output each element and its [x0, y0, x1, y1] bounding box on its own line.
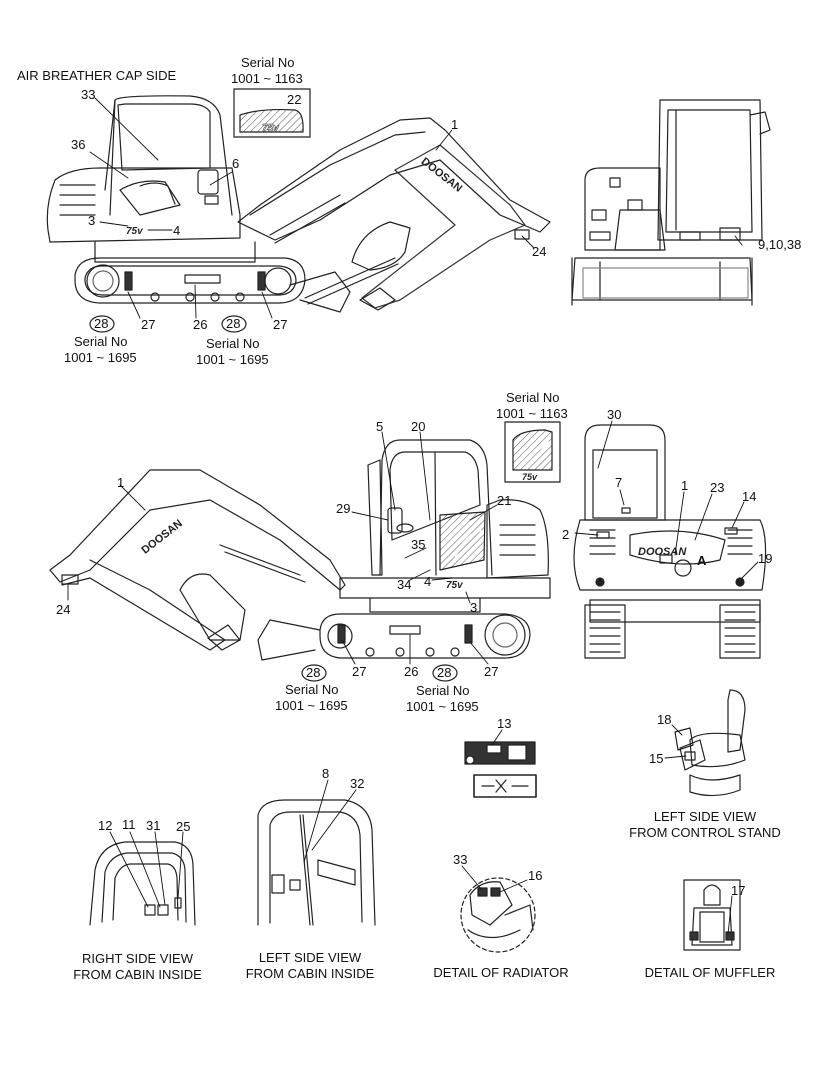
- serial-range: 1001 ~ 1695: [406, 699, 479, 714]
- serial-box-label: Serial No: [506, 390, 560, 405]
- callout-8: 8: [322, 766, 330, 781]
- muffler-caption: DETAIL OF MUFFLER: [644, 965, 776, 980]
- circled-28: 28: [226, 316, 241, 331]
- callout-27: 27: [141, 317, 156, 332]
- serial-label: Serial No: [416, 683, 470, 698]
- callout-35: 35: [411, 537, 426, 552]
- callout-22: 22: [287, 92, 302, 107]
- callout-7: 7: [615, 475, 623, 490]
- callout-14: 14: [742, 489, 757, 504]
- serial-range: 1001 ~ 1695: [196, 352, 269, 367]
- radiator-caption: DETAIL OF RADIATOR: [433, 965, 569, 980]
- callout-18: 18: [657, 712, 672, 727]
- cabin-right-caption-line2: FROM CABIN INSIDE: [73, 967, 202, 982]
- serial-box-range: 1001 ~ 1163: [231, 71, 303, 86]
- serial-label: Serial No: [74, 334, 128, 349]
- callout-5: 5: [376, 419, 384, 434]
- callout-30: 30: [607, 407, 622, 422]
- control-stand-view: [674, 689, 746, 797]
- muffler-detail: [683, 879, 741, 951]
- callout-11: 11: [122, 817, 136, 832]
- cabin-left-caption-line1: LEFT SIDE VIEW: [258, 950, 362, 965]
- air-breather-heading: AIR BREATHER CAP SIDE: [17, 68, 177, 83]
- callout-31: 31: [146, 818, 161, 833]
- callout-23: 23: [710, 480, 725, 495]
- callout-26: 26: [193, 317, 208, 332]
- callout-4: 4: [424, 574, 432, 589]
- callout-3: 3: [88, 213, 96, 228]
- callout-19: 19: [758, 551, 773, 566]
- circled-28: 28: [306, 665, 321, 680]
- callout-15: 15: [649, 751, 664, 766]
- callout-27: 27: [273, 317, 288, 332]
- callout-1: 1: [451, 117, 459, 132]
- callout-20: 20: [411, 419, 426, 434]
- serial-range: 1001 ~ 1695: [275, 698, 348, 713]
- callout-1: 1: [117, 475, 125, 490]
- callout-36: 36: [71, 137, 86, 152]
- callout-29: 29: [336, 501, 351, 516]
- callout-12: 12: [98, 818, 113, 833]
- callout-9-10-38: 9,10,38: [758, 237, 802, 252]
- callout-24: 24: [56, 602, 71, 617]
- leader-lines: [67, 97, 759, 935]
- callout-13: 13: [497, 716, 512, 731]
- radiator-detail: [460, 877, 536, 953]
- cabin-left-inside-view: [257, 799, 376, 926]
- serial-label: Serial No: [206, 336, 260, 351]
- callout-26: 26: [404, 664, 419, 679]
- callout-27: 27: [352, 664, 367, 679]
- excavator-rear-view-2: DOOSAN: [573, 424, 767, 659]
- callout-6: 6: [232, 156, 240, 171]
- callout-3: 3: [470, 600, 478, 615]
- circled-28: 28: [94, 316, 109, 331]
- excavator-front-view-1: [571, 99, 771, 306]
- control-stand-caption-line1: LEFT SIDE VIEW: [653, 809, 757, 824]
- svg-text:75v: 75v: [126, 226, 144, 237]
- serial-label: Serial No: [285, 682, 339, 697]
- callout-34: 34: [397, 577, 412, 592]
- excavator-side-view-1: 75v DOOSAN: [46, 95, 551, 313]
- serial-box-22: 75v: [233, 88, 311, 138]
- callout-17: 17: [731, 883, 746, 898]
- callout-2: 2: [562, 527, 570, 542]
- callout-4: 4: [173, 223, 181, 238]
- circled-28: 28: [437, 665, 452, 680]
- cabin-right-caption-line1: RIGHT SIDE VIEW: [82, 951, 193, 966]
- svg-text:75v: 75v: [262, 123, 280, 134]
- callout-16: 16: [528, 868, 543, 883]
- point-a-label: A: [697, 553, 707, 568]
- callout-25: 25: [176, 819, 191, 834]
- serial-box-21: 75v: [504, 421, 561, 483]
- callout-33: 33: [81, 87, 96, 102]
- svg-text:75v: 75v: [522, 472, 538, 482]
- cabin-right-inside-view: [89, 841, 196, 926]
- circled-28-markers: [89, 315, 458, 682]
- callout-33: 33: [453, 852, 468, 867]
- callout-1: 1: [681, 478, 689, 493]
- serial-range: 1001 ~ 1695: [64, 350, 137, 365]
- svg-text:75v: 75v: [446, 580, 464, 591]
- callout-21: 21: [497, 493, 512, 508]
- serial-box-label: Serial No: [241, 55, 295, 70]
- decal-detail-13: [464, 741, 537, 798]
- serial-box-range: 1001 ~ 1163: [496, 406, 568, 421]
- control-stand-caption-line2: FROM CONTROL STAND: [629, 825, 781, 840]
- excavator-side-view-2: 75v DOOSAN: [49, 439, 551, 661]
- svg-text:DOOSAN: DOOSAN: [638, 546, 687, 558]
- callout-24: 24: [532, 244, 547, 259]
- callout-27: 27: [484, 664, 499, 679]
- callout-32: 32: [350, 776, 365, 791]
- svg-text:DOOSAN: DOOSAN: [139, 517, 184, 556]
- cabin-left-caption-line2: FROM CABIN INSIDE: [245, 966, 375, 981]
